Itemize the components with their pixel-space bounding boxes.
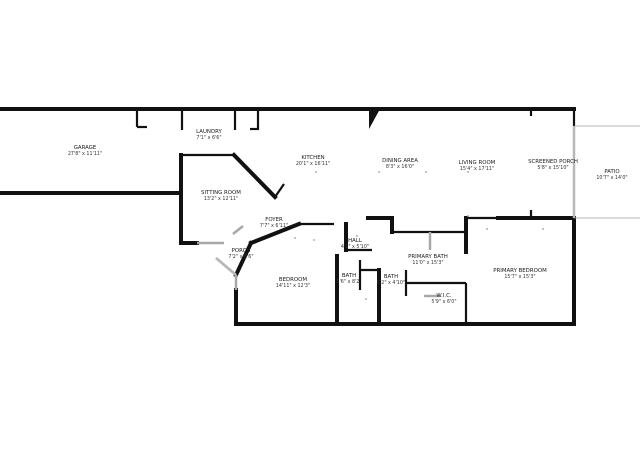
room-name-hall: HALL: [348, 238, 362, 244]
room-dims-laundry: 7'1" x 6'6": [196, 135, 221, 141]
room-dims-hall: 4'1" x 5'10": [341, 244, 369, 250]
room-dims-kitchen: 20'1" x 16'11": [296, 161, 330, 167]
room-name-bedroom: BEDROOM: [279, 277, 307, 283]
room-name-primary-bath: PRIMARY BATH: [408, 254, 448, 260]
room-dims-screened-porch: 5'8" x 15'10": [537, 165, 568, 171]
room-name-bath-1: BATH: [342, 273, 356, 279]
room-name-primary-bedroom: PRIMARY BEDROOM: [493, 268, 547, 274]
room-dims-patio: 10'7" x 14'0": [596, 175, 627, 181]
room-name-bath-2: BATH: [384, 274, 398, 280]
room-dims-primary-bedroom: 15'7" x 15'3": [504, 274, 535, 280]
room-dims-primary-bath: 11'0" x 15'3": [412, 260, 443, 266]
room-dims-wic: 5'9" x 6'0": [431, 299, 456, 305]
room-name-wic: W.I.C.: [436, 293, 451, 299]
room-dims-bedroom: 14'11" x 12'3": [276, 283, 310, 289]
exterior-walls: [0, 107, 576, 326]
room-name-porch: PORCH: [232, 248, 251, 254]
room-name-sitting: SITTING ROOM: [201, 190, 241, 196]
room-name-kitchen: KITCHEN: [301, 155, 324, 161]
room-name-screened-porch: SCREENED PORCH: [528, 159, 578, 165]
room-name-garage: GARAGE: [74, 145, 97, 151]
room-dims-garage: 27'8" x 11'11": [68, 151, 102, 157]
room-name-living: LIVING ROOM: [459, 160, 496, 166]
room-name-laundry: LAUNDRY: [196, 129, 222, 135]
room-dims-living: 15'4" x 17'11": [460, 166, 494, 172]
room-dims-bath-1: 5'6" x 8'2": [336, 279, 361, 285]
wall-markers: [294, 171, 544, 300]
room-dims-foyer: 7'7" x 6'11": [260, 223, 288, 229]
patio-area: [215, 125, 640, 276]
room-name-dining: DINING AREA: [382, 158, 418, 164]
room-dims-bath-2: 5'2" x 4'10": [377, 280, 405, 286]
interior-walls: [135, 109, 574, 326]
room-dims-dining: 8'3" x 16'0": [386, 164, 414, 170]
room-labels: GARAGE 27'8" x 11'11" LAUNDRY 7'1" x 6'6…: [68, 129, 628, 305]
room-dims-sitting: 13'2" x 12'11": [204, 196, 238, 202]
room-name-foyer: FOYER: [265, 217, 283, 223]
room-name-patio: PATIO: [604, 169, 619, 175]
room-dims-porch: 7'2" x 6'6": [228, 254, 253, 260]
